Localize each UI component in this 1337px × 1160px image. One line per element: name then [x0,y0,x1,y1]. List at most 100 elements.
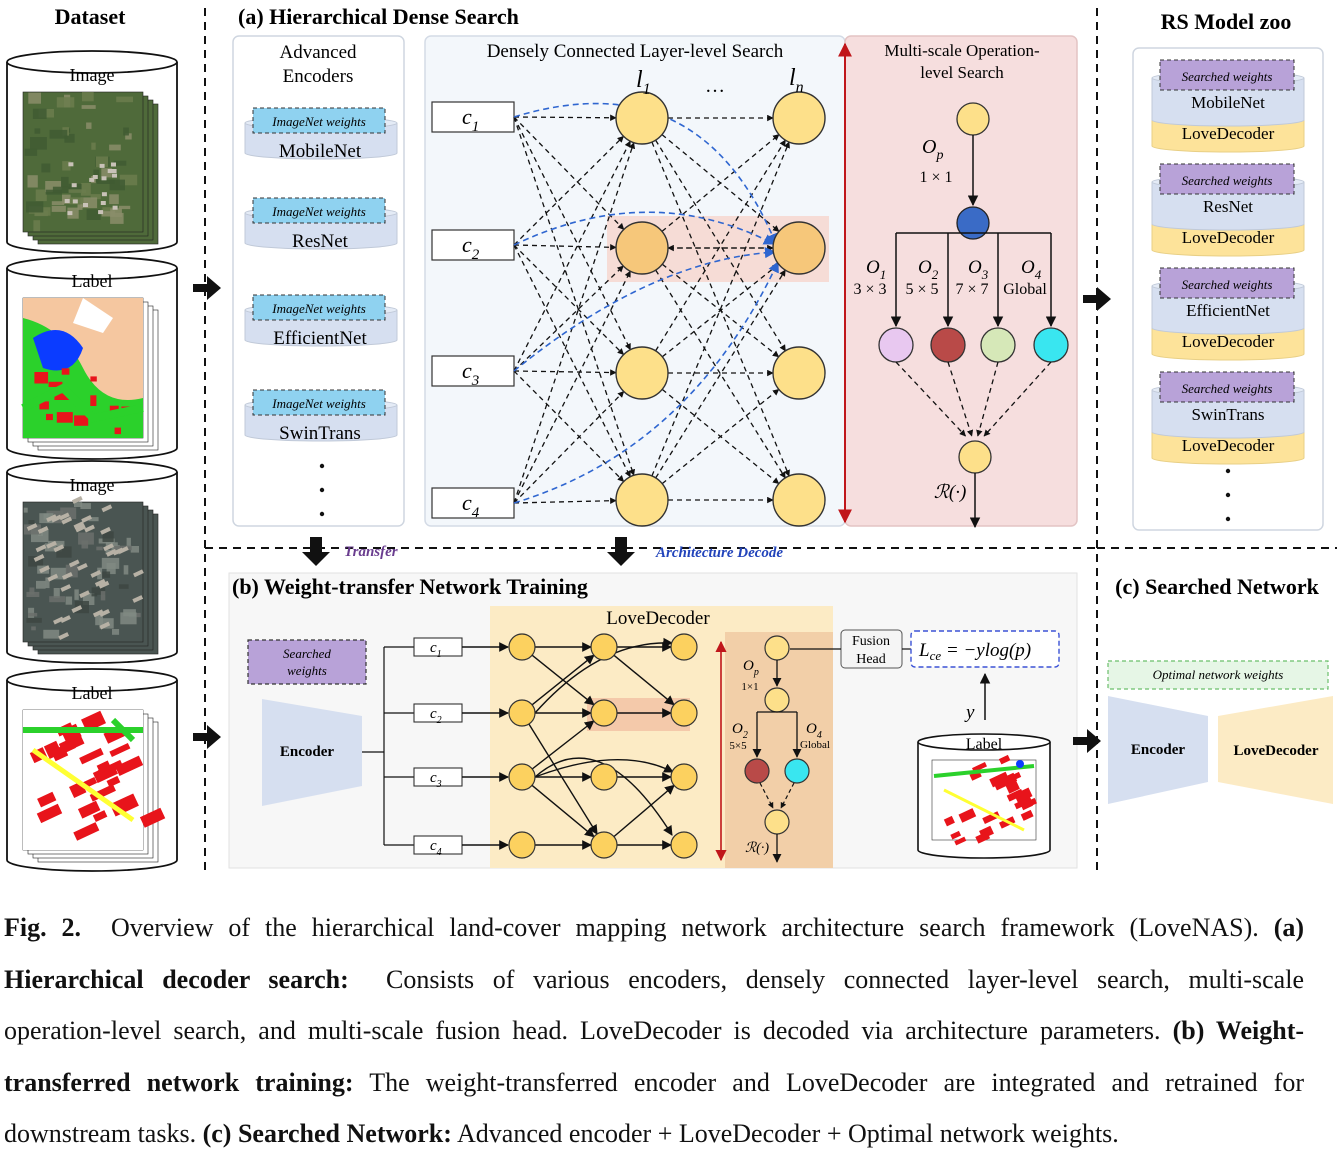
op-label: O2 [918,257,939,282]
roof [111,162,116,167]
decoder-node [508,763,536,791]
image-texture [68,189,87,193]
input-box [431,101,515,133]
image-texture [77,204,83,210]
image-texture [123,565,129,575]
image-texture [49,129,68,139]
image-texture [116,96,133,103]
label-yellow [31,747,135,823]
op-node [930,327,966,363]
layer-label-first: l1 [636,67,651,98]
dense-edge [513,140,631,372]
image-texture [26,591,40,597]
label-red [114,427,121,435]
op-merge-edge [895,361,966,437]
input-label: c3 [430,770,442,790]
label-red [943,815,955,827]
image-texture [123,609,136,617]
label-yellow [943,788,1025,832]
roof [105,548,117,557]
roof [60,584,72,592]
image-texture [51,205,66,212]
roof [133,569,144,578]
op-size: 3 × 3 [853,281,886,298]
decoder-edge [531,720,595,770]
label-red [37,791,57,808]
roof [77,562,88,571]
image-texture [35,189,47,202]
dense-edge [513,265,624,372]
decoder-curve [534,757,673,836]
searched-weights-tag [1159,59,1295,91]
imagenet-weights-label: ImageNet weights [271,114,366,129]
image-texture [109,194,119,205]
section-dividers [204,8,1337,870]
image-texture [24,148,38,156]
roof [89,177,95,182]
op4-label: O4 [806,721,822,741]
caption-line-3: operation-level search, and multi-scale … [4,1016,1305,1045]
roof [103,543,114,552]
lovedecoder-title: LoveDecoder [606,608,710,629]
dense-edge [655,269,786,479]
image-texture [101,168,112,178]
image-texture [27,175,38,188]
encoder-shape-c [1108,696,1208,804]
roof [100,201,106,205]
imagenet-weights-label: ImageNet weights [271,301,366,316]
label-green [933,764,1035,778]
searched-weights-label: Searched weights [1182,69,1273,84]
roof [64,199,70,203]
encoder-label-c: Encoder [1131,742,1186,758]
image-texture [110,212,124,224]
label-red [90,395,97,406]
image-texture [126,537,131,547]
zoo-decoder-name: LoveDecoder [1182,228,1275,247]
op-split-node [764,687,790,713]
decoder-edge [531,654,595,706]
fusion-head-line1: Fusion [852,634,890,649]
label-red [106,775,121,788]
op-p-label: Op [743,658,759,678]
model-zoo-title: RS Model zoo [1161,9,1292,34]
label-cylinder-title: Label [966,736,1003,753]
image-texture [109,144,121,151]
decoder-node [508,699,536,727]
image-texture [62,161,71,171]
label-red [115,755,144,776]
dataset-cylinder: Image [6,50,178,254]
label-red [34,372,49,384]
label-red [46,413,53,421]
input-label: c2 [430,706,442,726]
encoder-name: ResNet [292,231,349,252]
input-label: c3 [462,358,479,389]
decoder-edge [528,723,598,835]
image-texture [101,211,116,217]
dense-edge [513,244,625,356]
arrow-right-icon [193,725,221,749]
caption-line-4: transferred network training: The weight… [4,1067,1305,1097]
layer-node [772,221,826,275]
zoo-decoder-cylinder [1151,328,1305,361]
roof [72,199,78,204]
dense-edge [513,116,625,230]
layer-ellipsis: … [705,75,725,97]
dense-edge [513,244,631,478]
label-red [48,381,63,387]
searched-weights-line1: Searched [283,646,331,661]
op4-node [784,758,810,784]
roof [92,175,98,179]
dense-edge [513,497,617,504]
dense-edge [513,244,617,251]
label-red [81,710,107,733]
blue-edge [513,260,779,504]
decoder-edge [613,654,675,706]
image-texture [110,208,122,217]
label-red [998,754,1011,765]
cylinder-top [6,50,178,74]
roof [67,211,73,216]
roof [47,573,59,582]
label-red [92,810,108,823]
image-texture [29,587,35,595]
